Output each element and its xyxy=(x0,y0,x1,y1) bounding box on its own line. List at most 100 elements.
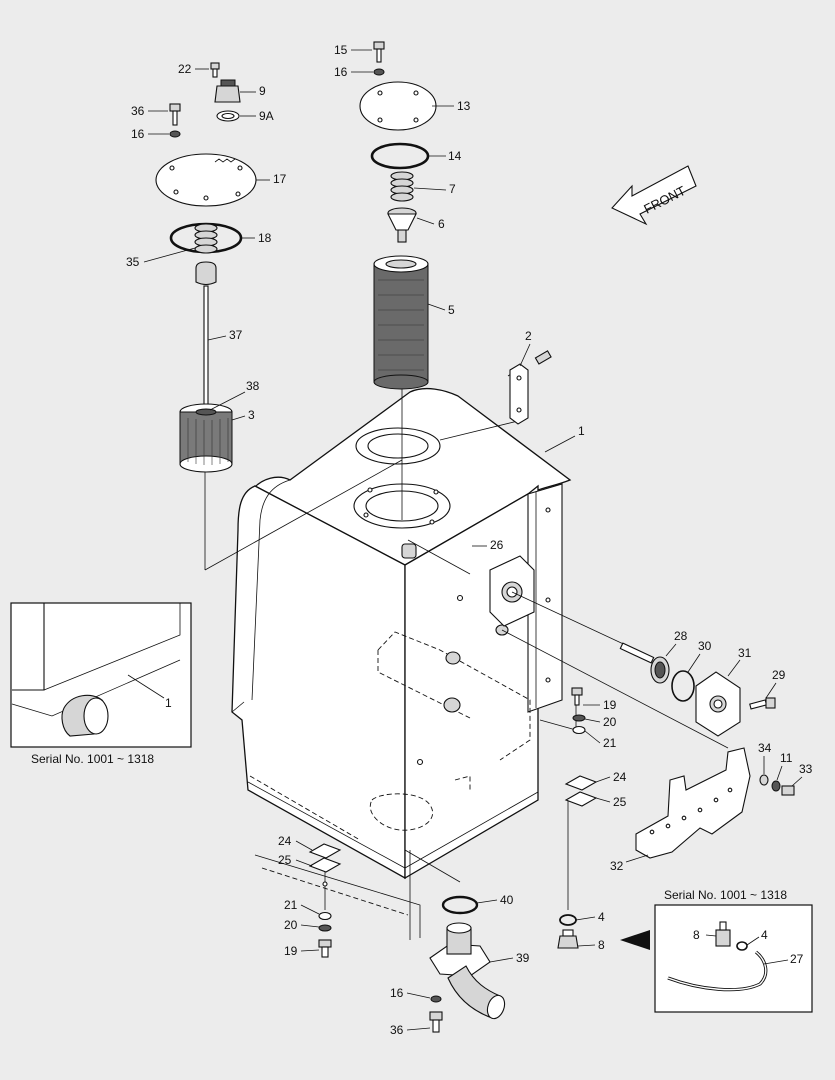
callout-leader-c28 xyxy=(665,643,677,657)
inset-right xyxy=(654,904,813,1013)
callout-label-c2: 2 xyxy=(525,329,532,343)
callout-leader-c33 xyxy=(791,776,803,787)
callout-leader-c7 xyxy=(413,187,447,191)
callout-leader-c25b xyxy=(295,859,313,867)
callout-label-c24a: 24 xyxy=(613,770,627,784)
callout-leader-c19b xyxy=(300,949,320,952)
callout-leader-c4b xyxy=(746,936,760,946)
callout-label-c4b: 4 xyxy=(761,928,768,942)
suction-port-assembly xyxy=(429,895,506,1033)
callout-leader-c5 xyxy=(427,303,446,311)
callout-label-c26: 26 xyxy=(490,538,504,552)
inset-right-caption: Serial No. 1001 ~ 1318 xyxy=(664,888,787,902)
bracket xyxy=(509,350,552,425)
hydraulic-tank xyxy=(231,387,572,880)
callout-leader-c25a xyxy=(595,797,611,803)
callout-leader-c8a xyxy=(577,944,596,947)
callout-leader-c39 xyxy=(489,957,514,963)
callout-leader-c8b xyxy=(705,934,717,937)
callout-leader-c2 xyxy=(519,343,531,367)
side-bracket-assembly xyxy=(635,747,795,859)
callout-leader-c37 xyxy=(207,335,227,341)
callout-label-c18: 18 xyxy=(258,231,272,245)
callout-leader-c20b xyxy=(300,924,320,928)
callout-label-c40: 40 xyxy=(500,893,514,907)
callout-label-c15: 15 xyxy=(334,43,348,57)
callout-label-c4a: 4 xyxy=(598,910,605,924)
callout-leader-c4a xyxy=(575,916,596,921)
callout-label-c22: 22 xyxy=(178,62,192,76)
callout-leader-c24a xyxy=(595,776,611,783)
callout-label-c9a: 9A xyxy=(259,109,274,123)
callout-label-c16c: 16 xyxy=(390,986,404,1000)
callout-label-c1b: 1 xyxy=(165,696,172,710)
callout-label-c37: 37 xyxy=(229,328,243,342)
callout-label-c20a: 20 xyxy=(603,715,617,729)
return-filter-assembly xyxy=(359,41,437,390)
callout-label-c11: 11 xyxy=(780,751,793,765)
callout-label-c30: 30 xyxy=(698,639,712,653)
callout-label-c28: 28 xyxy=(674,629,688,643)
callout-label-c27: 27 xyxy=(790,952,804,966)
callout-label-c19b: 19 xyxy=(284,944,298,958)
callout-label-c19a: 19 xyxy=(603,698,617,712)
callout-label-c29: 29 xyxy=(772,668,786,682)
callout-leader-c24b xyxy=(295,840,313,851)
callout-label-c39: 39 xyxy=(516,951,530,965)
callout-leader-c16c xyxy=(406,992,431,999)
callout-leader-c32 xyxy=(625,854,649,863)
callout-leader-c21a xyxy=(584,730,601,744)
drain-plug-assembly xyxy=(557,914,579,949)
suction-strainer-assembly xyxy=(155,62,257,473)
callout-label-c38: 38 xyxy=(246,379,260,393)
callout-leader-c40 xyxy=(476,899,498,904)
inset-left-caption: Serial No. 1001 ~ 1318 xyxy=(31,752,154,766)
callout-label-c25a: 25 xyxy=(613,795,627,809)
callout-leader-c20a xyxy=(584,718,601,723)
callout-label-c9: 9 xyxy=(259,84,266,98)
callout-leader-c27 xyxy=(763,959,789,965)
callout-leader-c35 xyxy=(143,247,196,263)
callout-leader-c6 xyxy=(416,217,435,225)
callout-label-c20b: 20 xyxy=(284,918,298,932)
callout-label-c32: 32 xyxy=(610,859,624,873)
callout-lines xyxy=(143,49,803,1031)
inset-left xyxy=(10,602,192,748)
callout-label-c14: 14 xyxy=(448,149,462,163)
callout-label-c5: 5 xyxy=(448,303,455,317)
callout-labels: 151613147652299A361617183537383212612830… xyxy=(126,43,813,1037)
callout-label-c16b: 16 xyxy=(131,127,145,141)
callout-label-c24b: 24 xyxy=(278,834,292,848)
callout-label-c7: 7 xyxy=(449,182,456,196)
callout-leader-c38 xyxy=(209,391,246,411)
callout-label-c8b: 8 xyxy=(693,928,700,942)
callout-label-c31: 31 xyxy=(738,646,752,660)
callout-leader-c36b xyxy=(406,1027,431,1031)
callout-label-c21b: 21 xyxy=(284,898,298,912)
callout-leader-c11 xyxy=(776,765,783,781)
callout-label-c34: 34 xyxy=(758,741,772,755)
callout-leader-c29 xyxy=(765,682,777,699)
callout-label-c8a: 8 xyxy=(598,938,605,952)
mounting-hardware-bottom xyxy=(308,843,342,958)
front-direction-arrow: FRONT xyxy=(611,165,697,226)
callout-label-c35: 35 xyxy=(126,255,140,269)
callout-leader-c3 xyxy=(231,415,246,421)
callout-label-c1a: 1 xyxy=(578,424,585,438)
callout-leader-c30 xyxy=(687,653,701,673)
callout-label-c36b: 36 xyxy=(390,1023,404,1037)
drain-valve-assembly xyxy=(619,642,776,737)
inset-pointer-arrow xyxy=(620,930,650,950)
callout-label-c21a: 21 xyxy=(603,736,617,750)
callout-leader-c1a xyxy=(544,435,576,453)
callout-leader-c21b xyxy=(300,904,320,915)
callout-label-c36a: 36 xyxy=(131,104,145,118)
callout-label-c6: 6 xyxy=(438,217,445,231)
callout-leader-c31 xyxy=(727,659,741,677)
callout-label-c25b: 25 xyxy=(278,853,292,867)
mounting-hardware-right xyxy=(564,687,598,807)
callout-label-c17: 17 xyxy=(273,172,287,186)
callout-label-c33: 33 xyxy=(799,762,813,776)
callout-label-c16a: 16 xyxy=(334,65,348,79)
